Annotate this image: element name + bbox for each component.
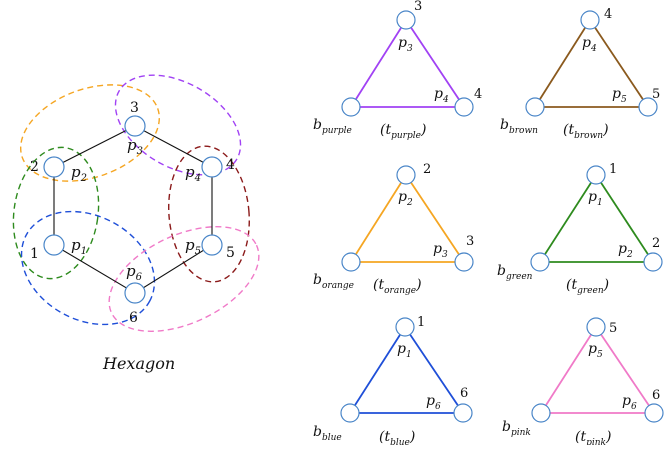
triangle-pink-right-number: 6 — [652, 388, 660, 403]
triangle-green-base-label: bgreen — [497, 263, 533, 282]
triangle-brown-node-top — [580, 10, 600, 30]
triangle-blue: 1 p1 6 p6 bblue (tblue) — [313, 315, 473, 448]
triangle-brown: 4 p4 5 p5 bbrown (tbrown) — [500, 7, 660, 141]
hexagon-node-3 — [124, 115, 146, 137]
hexagon-label-p1: p1 — [71, 236, 87, 257]
triangle-blue-edges — [348, 325, 465, 414]
triangle-orange: 2 p2 3 p3 borange (torange) — [313, 162, 474, 296]
hexagon-label-p3: p3 — [127, 136, 143, 157]
hexagon-node-5 — [201, 234, 223, 256]
triangle-purple-top-label: p3 — [398, 35, 413, 54]
triangle-pink-base-label: bpink — [502, 419, 531, 438]
triangle-blue-right-number: 6 — [460, 386, 468, 401]
triangle-orange-node-top — [396, 165, 416, 185]
triangle-orange-right-label: p3 — [433, 241, 448, 260]
triangle-pink-top-number: 5 — [609, 321, 617, 336]
triangle-brown-node-left — [525, 97, 545, 117]
triangle-purple: 3 p3 4 p4 bpurple (tpurple) — [313, 0, 482, 141]
triangle-green-top-label: p1 — [588, 189, 603, 208]
hexagon-label-p4: p4 — [185, 163, 201, 184]
triangle-green-node-right — [643, 252, 663, 272]
triangle-green-t-label: (tgreen) — [566, 277, 609, 296]
triangle-purple-node-left — [341, 97, 361, 117]
triangle-purple-t-label: (tpurple) — [380, 122, 426, 141]
group-ellipse-orange — [19, 84, 161, 182]
triangle-pink-node-left — [531, 403, 551, 423]
triangle-pink-node-top — [586, 317, 606, 337]
triangle-pink-edges — [539, 325, 656, 414]
triangle-pink-node-right — [644, 403, 664, 423]
group-ellipse-green — [12, 146, 100, 280]
triangle-green-node-top — [586, 165, 606, 185]
triangle-purple-right-number: 4 — [474, 87, 482, 102]
hexagon-label-p6: p6 — [126, 262, 143, 283]
triangle-green-node-left — [530, 252, 550, 272]
triangle-blue-node-top — [395, 317, 415, 337]
triangle-orange-t-label: (torange) — [373, 277, 422, 296]
triangle-green: 1 p1 2 p2 bgreen (tgreen) — [497, 162, 663, 296]
triangle-blue-top-label: p1 — [397, 341, 412, 360]
triangle-pink-right-label: p6 — [622, 393, 637, 412]
triangle-pink: 5 p5 6 p6 bpink (tpink) — [502, 317, 664, 448]
triangle-purple-node-top — [396, 10, 416, 30]
hexagon-node-4 — [201, 156, 223, 178]
triangle-orange-node-right — [454, 252, 474, 272]
triangle-brown-top-number: 4 — [604, 7, 612, 22]
triangle-brown-node-right — [638, 97, 658, 117]
triangle-brown-right-label: p5 — [612, 86, 627, 105]
hexagon-label-p5: p5 — [185, 236, 201, 257]
hexagon-number-4: 4 — [226, 157, 235, 173]
hexagon-diagram: 1 2 3 4 5 6 p1 p2 p3 p4 p5 p6 Hexagon — [12, 74, 260, 373]
hexagon-number-6: 6 — [129, 310, 138, 326]
group-ellipse-brown — [168, 145, 250, 283]
triangle-blue-top-number: 1 — [417, 315, 425, 330]
triangle-purple-top-number: 3 — [414, 0, 422, 14]
triangle-blue-base-label: bblue — [313, 424, 342, 443]
hexagon-caption: Hexagon — [102, 354, 175, 373]
group-ellipse-blue — [20, 210, 156, 326]
triangle-blue-t-label: (tblue) — [379, 429, 415, 445]
triangle-green-edges — [538, 173, 655, 263]
triangle-purple-edges — [349, 18, 466, 108]
triangle-brown-right-number: 5 — [652, 87, 660, 102]
hexagon-number-2: 2 — [30, 159, 39, 175]
triangle-brown-top-label: p4 — [582, 35, 597, 54]
triangle-green-top-number: 1 — [609, 162, 617, 177]
triangle-brown-base-label: bbrown — [500, 117, 538, 136]
triangle-green-right-number: 2 — [652, 236, 660, 251]
triangle-purple-right-label: p4 — [434, 86, 449, 105]
triangle-brown-edges — [533, 18, 650, 108]
triangle-orange-edges — [349, 173, 466, 263]
triangle-blue-right-label: p6 — [426, 393, 441, 412]
triangle-pink-top-label: p5 — [588, 341, 603, 360]
hexagon-node-1 — [43, 234, 65, 256]
triangle-brown-t-label: (tbrown) — [563, 122, 609, 141]
triangle-purple-node-right — [454, 97, 474, 117]
hexagon-number-5: 5 — [226, 245, 235, 261]
hexagon-number-1: 1 — [30, 246, 39, 262]
triangle-orange-right-number: 3 — [466, 234, 474, 249]
triangle-orange-top-label: p2 — [398, 189, 413, 208]
triangle-orange-node-left — [341, 252, 361, 272]
triangle-orange-top-number: 2 — [423, 162, 431, 177]
hexagon-number-3: 3 — [130, 100, 139, 116]
group-ellipse-pink — [108, 226, 260, 332]
hexagon-node-6 — [124, 282, 146, 304]
triangle-pink-t-label: (tpink) — [575, 429, 611, 445]
hexagon-node-2 — [43, 156, 65, 178]
triangle-orange-base-label: borange — [313, 272, 354, 291]
triangle-blue-node-left — [340, 403, 360, 423]
group-ellipse-purple — [114, 74, 242, 176]
triangle-blue-node-right — [453, 403, 473, 423]
triangle-purple-base-label: bpurple — [313, 117, 352, 136]
triangle-green-right-label: p2 — [618, 241, 633, 260]
hexagon-label-p2: p2 — [71, 163, 87, 184]
